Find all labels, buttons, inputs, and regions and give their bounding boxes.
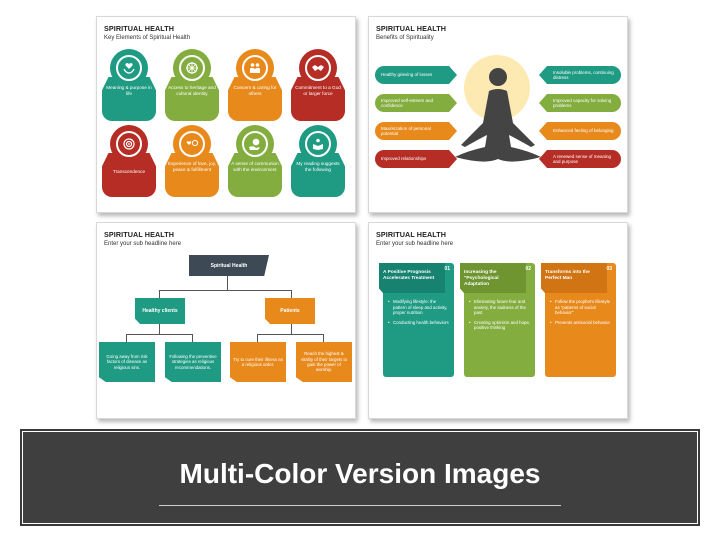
- benefit-pill: Healthy grieving of losses: [375, 66, 457, 84]
- key-element: Access to heritage and cultural identity: [165, 49, 219, 121]
- branch-patients: Patients: [265, 298, 315, 324]
- key-label: Meaning & purpose in life: [106, 85, 152, 96]
- slide-subtitle: Benefits of Spirituality: [376, 35, 434, 41]
- key-element: Commitment to a God or larger force: [291, 49, 345, 121]
- key-label: Commitment to a God or larger force: [295, 85, 341, 96]
- card-heading: A Positive Prognosis Accelerates Treatme…: [379, 263, 445, 293]
- benefit-pill: A renewed sense of meaning and purpose: [539, 150, 621, 168]
- leaf-node: Following the preventive strategies as r…: [165, 342, 221, 382]
- benefit-pill: Improved self-esteem and confidence: [375, 94, 457, 112]
- connector: [257, 334, 258, 342]
- branch-healthy-clients: Healthy clients: [135, 298, 185, 324]
- card-bullet: Modifying lifestyle: the pattern of slee…: [388, 299, 450, 316]
- info-card: A Positive Prognosis Accelerates Treatme…: [379, 263, 454, 377]
- root-node: Spiritual Health: [189, 255, 269, 276]
- leaf-node: Going away from risk factors of disease …: [99, 342, 155, 382]
- key-element: Transcendence: [102, 125, 156, 197]
- card-body: Eliminating future fear and anxiety, the…: [468, 299, 531, 373]
- heart-smile-icon: [179, 131, 205, 157]
- benefit-label: Maximization of personal potential: [381, 125, 431, 136]
- connector: [159, 324, 160, 334]
- card-number: 01: [444, 266, 450, 272]
- card-heading: Transforms into the Perfect Man: [541, 263, 607, 293]
- key-element: Experience of love, joy, peace & fulfill…: [165, 125, 219, 197]
- connector: [323, 334, 324, 342]
- card-body: Follow the prophet's lifestyle as "patte…: [549, 299, 612, 373]
- card-body: Modifying lifestyle: the pattern of slee…: [387, 299, 450, 373]
- leaf-node: Try to cure their illness as a religious…: [230, 342, 286, 382]
- slide-title: SPIRITUAL HEALTH: [376, 230, 447, 239]
- card-bullet: Eliminating future fear and anxiety, the…: [469, 299, 531, 316]
- slide-benefits[interactable]: SPIRITUAL HEALTH Benefits of Spiritualit…: [368, 16, 628, 213]
- card-bullet: Follow the prophet's lifestyle as "patte…: [550, 299, 612, 316]
- slide-title: SPIRITUAL HEALTH: [376, 24, 447, 33]
- leaf-node: Reach the highest & vitality of their ta…: [296, 342, 352, 382]
- connector: [159, 290, 160, 298]
- slide-key-elements[interactable]: SPIRITUAL HEALTH Key Elements of Spiritu…: [96, 16, 356, 213]
- key-element: Meaning & purpose in life: [102, 49, 156, 121]
- card-number: 03: [606, 266, 612, 272]
- benefit-label: Enhanced feeling of belonging: [553, 128, 614, 134]
- slide-cards[interactable]: SPIRITUAL HEALTH Enter your sub headline…: [368, 222, 628, 419]
- card-heading: Increasing the "Psychological Adaptation: [460, 263, 526, 293]
- slide-subtitle: Key Elements of Spiritual Health: [104, 35, 191, 41]
- banner: Multi-Color Version Images: [23, 432, 697, 523]
- globe-hand-icon: [242, 131, 268, 157]
- slide-title: SPIRITUAL HEALTH: [104, 230, 175, 239]
- info-card: Increasing the "Psychological Adaptation…: [460, 263, 535, 377]
- benefit-label: Healthy grieving of losses: [381, 72, 433, 78]
- benefit-label: Insoluble problems, continuing distress: [553, 69, 614, 80]
- key-label: Access to heritage and cultural identity: [168, 85, 216, 96]
- benefit-label: Improved self-esteem and confidence: [381, 97, 434, 108]
- slide-title: SPIRITUAL HEALTH: [104, 24, 175, 33]
- people-care-icon: [242, 55, 268, 81]
- card-bullet: Creating optimism and hope, positive thi…: [469, 320, 531, 331]
- key-element: My reading suggests the following: [291, 125, 345, 197]
- benefit-pill: Insoluble problems, continuing distress: [539, 66, 621, 84]
- connector: [257, 334, 323, 335]
- key-element: Concern & caring for others: [228, 49, 282, 121]
- card-number: 02: [525, 266, 531, 272]
- benefit-label: A renewed sense of meaning and purpose: [553, 153, 612, 164]
- info-card: Transforms into the Perfect Man 03 Follo…: [541, 263, 616, 377]
- connector: [227, 276, 228, 290]
- card-bullet: Prevents antisocial behavior: [550, 320, 612, 326]
- dharma-wheel-icon: [179, 55, 205, 81]
- benefit-pill: Enhanced feeling of belonging: [539, 122, 621, 140]
- key-label: A sense of communion with the environmen…: [231, 161, 279, 172]
- connector: [159, 290, 291, 291]
- meditation-figure-icon: [455, 68, 541, 162]
- connector: [192, 334, 193, 342]
- handshake-icon: [305, 55, 331, 81]
- slide-hierarchy[interactable]: SPIRITUAL HEALTH Enter your sub headline…: [96, 222, 356, 419]
- benefit-pill: Improved relationships: [375, 150, 457, 168]
- slide-subtitle: Enter your sub headline here: [376, 241, 454, 247]
- target-icon: [116, 131, 142, 157]
- hands-heart-icon: [116, 55, 142, 81]
- benefit-label: Improved capacity for solving problems: [553, 97, 612, 108]
- slide-subtitle: Enter your sub headline here: [104, 241, 182, 247]
- connector: [291, 290, 292, 298]
- key-label: Transcendence: [112, 169, 146, 174]
- banner-divider: [159, 505, 561, 506]
- connector: [126, 334, 192, 335]
- connector: [291, 324, 292, 334]
- benefit-pill: Improved capacity for solving problems: [539, 94, 621, 112]
- benefit-pill: Maximization of personal potential: [375, 122, 457, 140]
- key-element: A sense of communion with the environmen…: [228, 125, 282, 197]
- benefit-label: Improved relationships: [381, 156, 427, 162]
- key-label: My reading suggests the following: [296, 161, 340, 172]
- connector: [126, 334, 127, 342]
- key-label: Experience of love, joy, peace & fulfill…: [167, 161, 217, 172]
- banner-title: Multi-Color Version Images: [179, 458, 541, 489]
- card-bullet: Conducting health behaviors: [388, 320, 450, 326]
- reader-icon: [305, 131, 331, 157]
- key-label: Concern & caring for others: [233, 85, 277, 96]
